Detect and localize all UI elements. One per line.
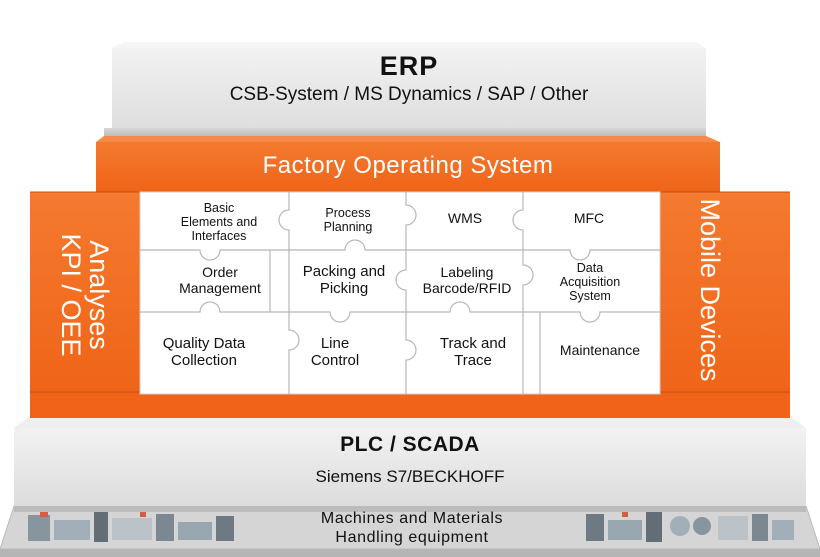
machines-layer [0,505,820,557]
machine-illustration-right [586,511,794,542]
erp-face [112,48,706,136]
erp-title: ERP [379,50,439,81]
fos-title-box: Factory Operating System [96,148,720,184]
plc-layer-face [14,428,806,506]
plc-title-box: PLC / SCADA [14,430,806,460]
erp-subtitle: CSB-System / MS Dynamics / SAP / Other [229,84,589,106]
erp-title-box: ERP [112,50,706,82]
module-maintenance: Maintenance [559,342,641,359]
kpi-oee-label: KPI / OEE [56,233,86,357]
machines-text-box: Machines and Materials Handling equipmen… [250,507,574,549]
fos-title: Factory Operating System [262,152,554,179]
erp-subtitle-box: CSB-System / MS Dynamics / SAP / Other [112,82,706,108]
machines-layer-edge [0,549,820,557]
puzzle-board [139,191,661,395]
plc-title: PLC / SCADA [340,433,480,457]
erp-layer [104,42,706,136]
plc-layer [14,416,806,512]
analyses-label-box: Analyses KPI / OEE [55,195,115,395]
plc-subtitle: Siemens S7/BECKHOFF [315,467,505,487]
machines-line-1: Machines and Materials [320,509,504,527]
fos-header-band [96,142,720,192]
fos-bottom-band [30,392,790,418]
module-mfc: MFC [573,210,605,227]
analyses-label: Analyses [84,240,115,350]
machine-illustration-left [28,511,234,542]
module-wms: WMS [447,210,483,227]
plc-subtitle-box: Siemens S7/BECKHOFF [14,464,806,490]
mobile-devices-label-box: Mobile Devices [692,175,728,405]
mobile-devices-label: Mobile Devices [695,198,726,382]
plc-layer-top [14,416,806,428]
machines-line-2: Handling equipment [335,529,489,546]
